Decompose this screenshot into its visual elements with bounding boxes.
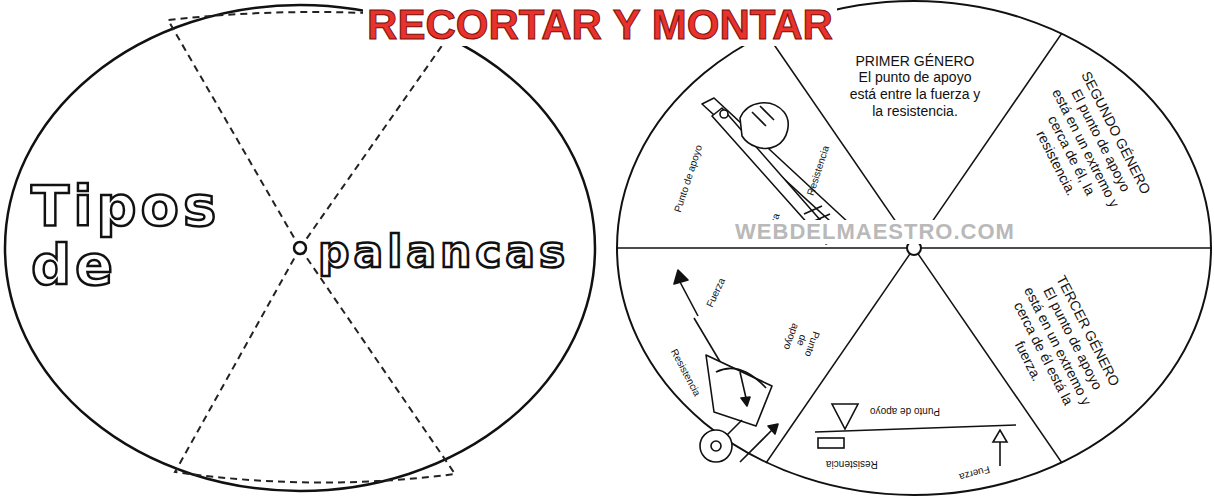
sector-lines bbox=[617, 33, 1211, 463]
wheelbarrow-drawing bbox=[674, 270, 778, 462]
bubble-title: palancas bbox=[318, 229, 588, 275]
lever-sector: PRIMER GÉNEROEl punto de apoyo está entr… bbox=[845, 53, 985, 120]
pivot-hole bbox=[294, 242, 306, 254]
cover-disc bbox=[5, 5, 595, 491]
bubble-title: Tipos de bbox=[31, 177, 281, 295]
part-label: Resistencia bbox=[826, 459, 878, 470]
sector-heading: PRIMER GÉNERO bbox=[845, 53, 985, 70]
part-label: Punto de apoyo bbox=[870, 406, 940, 417]
sector-text: El punto de apoyo está entre la fuerza y… bbox=[845, 69, 985, 119]
sheet-title: RECORTAR Y MONTAR bbox=[363, 4, 837, 46]
wheel-disc bbox=[617, 1, 1211, 495]
watermark: WEBDELMAESTRO.COM bbox=[732, 220, 1018, 244]
lever-drawing bbox=[815, 404, 1016, 466]
cover-disc-area: Tipos de palancas bbox=[5, 5, 595, 491]
